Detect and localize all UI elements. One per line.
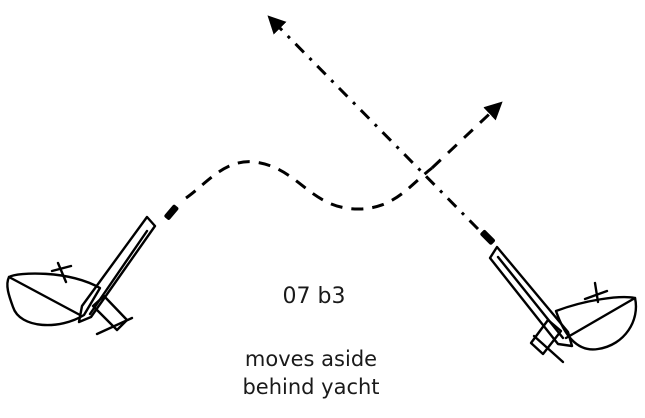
left-boat-bowsprit — [164, 204, 179, 220]
right-boat-hull — [488, 245, 574, 348]
caption-line-1: moves aside — [245, 347, 377, 371]
right-boat-course-arrow — [267, 15, 480, 231]
left-boat-course-arrow — [430, 101, 503, 170]
left-boat-wake-line — [185, 160, 433, 211]
left-boat — [6, 204, 179, 336]
figure-code-label: 07 b3 — [283, 284, 346, 309]
right-boat-keel — [529, 318, 563, 356]
caption-line-2: behind yacht — [242, 375, 379, 399]
left-boat-sail — [6, 272, 102, 327]
right-boat-bowsprit — [480, 230, 495, 245]
right-boat — [480, 230, 638, 364]
right-boat-sail — [554, 295, 638, 351]
left-boat-keel — [91, 294, 129, 332]
